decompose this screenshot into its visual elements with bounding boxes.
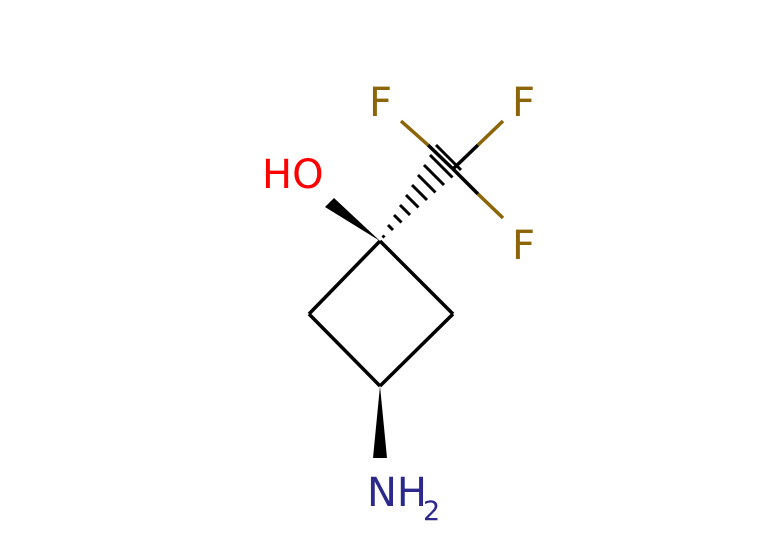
cf-bond-upper-right-a	[451, 143, 480, 171]
ring-bond-top-right	[378, 239, 455, 316]
wedge-bond-hydroxyl	[325, 198, 380, 241]
fluorine-label-upper-left: F	[369, 80, 392, 126]
cf-bonds	[399, 119, 505, 220]
ring-bond-bottom-left	[307, 312, 382, 388]
ring-bond-top-left	[307, 239, 382, 316]
hash-bond-trifluoromethyl	[381, 143, 463, 239]
cf-bond-lower-right-a	[451, 167, 480, 196]
amine-subscript: 2	[423, 496, 440, 527]
fluorine-label-lower-right: F	[512, 223, 535, 269]
hydroxyl-label: HO	[262, 152, 324, 198]
cf-bond-upper-left-a	[426, 143, 455, 171]
cyclobutane-ring	[307, 239, 455, 388]
fluorine-label-upper-right: F	[512, 80, 535, 126]
amine-label: NH	[367, 470, 427, 516]
cf-bond-lower-right-b	[476, 192, 505, 220]
cf-bond-upper-right-b	[476, 119, 505, 147]
wedge-bond-amine	[373, 386, 387, 458]
cf-bond-upper-left-b	[399, 119, 430, 147]
ring-bond-bottom-right	[378, 312, 455, 388]
